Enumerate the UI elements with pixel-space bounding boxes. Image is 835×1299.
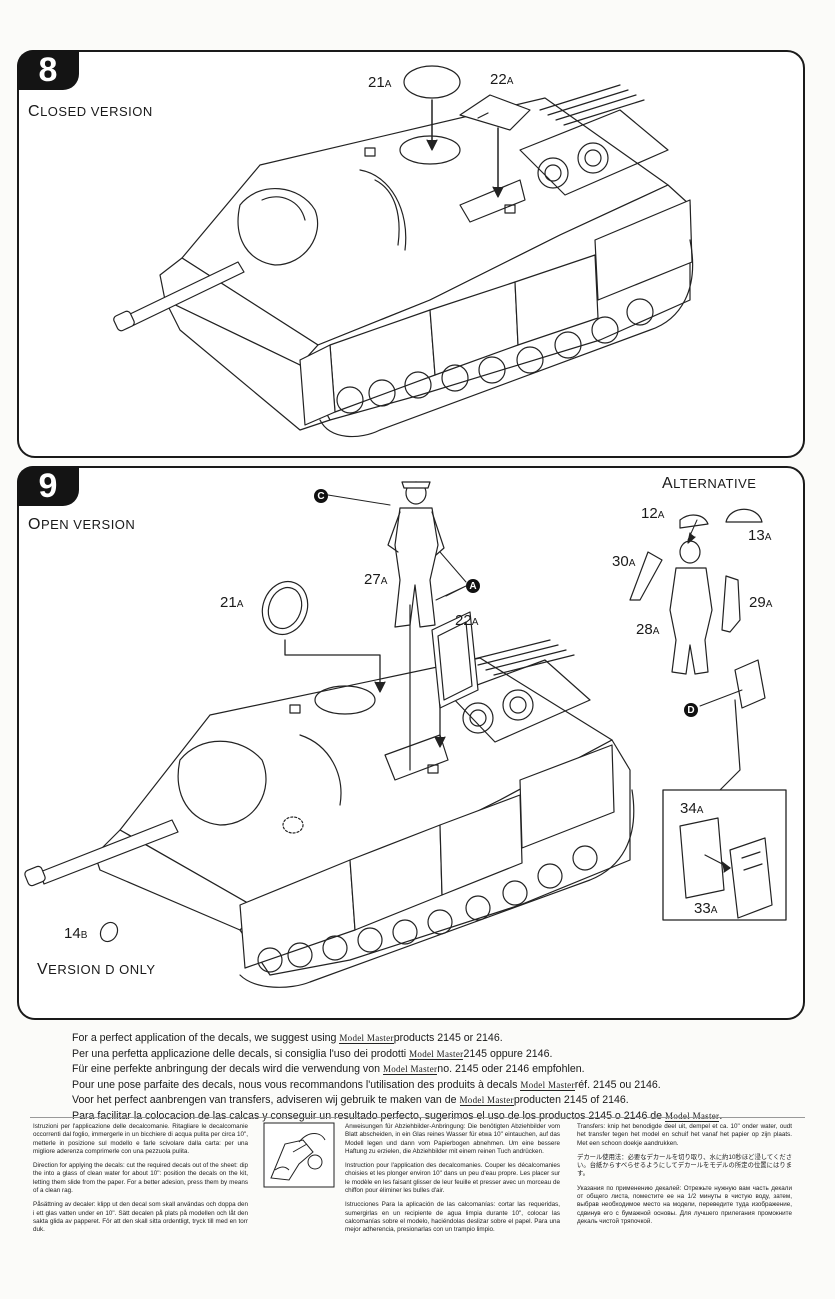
step-9-title: Open Version	[28, 516, 136, 533]
crew-figure-27a	[387, 481, 445, 628]
callout-d: D	[684, 703, 698, 717]
instructions-german: Anweisungen für Abziehbilder-Anbringung:…	[345, 1123, 560, 1155]
instructions-russian: Указания по применению декалей: Отрежьте…	[577, 1184, 792, 1225]
part-label-13a: 13A	[748, 527, 772, 544]
part-label-34a: 34A	[680, 800, 704, 817]
part-label-22a: 22A	[455, 612, 479, 629]
part-label-29a: 29A	[749, 594, 773, 611]
part-label-14b: 14B	[64, 925, 88, 942]
step-number-badge: 8	[17, 50, 79, 90]
part-label-22a: 22A	[490, 71, 514, 88]
instructions-french: Instruction pour l'application des decal…	[345, 1162, 560, 1195]
alternative-label: Alternative	[662, 475, 757, 492]
instructions-column-1: Istruzioni per l'applicazione delle deca…	[33, 1123, 248, 1241]
instructions-column-3: Transfers: knip het benodigde deel uit, …	[577, 1123, 792, 1232]
recommendation-line: Für eine perfekte anbringung der decals …	[72, 1063, 585, 1075]
instructions-spanish: Istrucciones Para la aplicación de las c…	[345, 1201, 560, 1234]
model-master-logo: Model Master	[382, 1064, 438, 1075]
recommendation-line: Per una perfetta applicazione delle deca…	[72, 1047, 553, 1060]
model-master-logo: Model Master	[459, 1095, 514, 1106]
part-label-21a: 21A	[368, 74, 392, 91]
instructions-english: Direction for applying the decals: cut t…	[33, 1162, 248, 1195]
instructions-swedish: Påsättning av decaler: klipp ut den deca…	[33, 1201, 248, 1234]
decal-recommendations: For a perfect application of the decals,…	[72, 1031, 792, 1124]
step-8-title: Closed Version	[28, 103, 153, 120]
model-master-logo: Model Master	[339, 1033, 394, 1044]
part-label-33a: 33A	[694, 900, 718, 917]
recommendation-line: Voor het perfect aanbrengen van transfer…	[72, 1094, 629, 1106]
recommendation-line: Pour une pose parfaite des decals, nous …	[72, 1078, 661, 1091]
version-d-only-label: Version D Only	[37, 961, 156, 978]
part-label-30a: 30A	[612, 553, 636, 570]
model-master-logo: Model Master	[665, 1110, 720, 1122]
part-label-27a: 27A	[364, 571, 388, 588]
part-label-12a: 12A	[641, 505, 665, 522]
part-label-28a: 28A	[636, 621, 660, 638]
callout-c: C	[314, 489, 328, 503]
tank-hull-open	[24, 481, 787, 988]
divider	[30, 1117, 805, 1118]
model-master-logo: Model Master	[409, 1048, 464, 1060]
instructions-dutch: Transfers: knip het benodigde deel uit, …	[577, 1123, 792, 1147]
callout-a: A	[466, 579, 480, 593]
recommendation-line: Para facilitar la colocacion de las calc…	[72, 1109, 723, 1122]
instructions-italian: Istruzioni per l'applicazione delle deca…	[33, 1123, 248, 1155]
part-label-21a: 21A	[220, 594, 244, 611]
instructions-japanese: デカール使用法：必要なデカールを切り取り、水に約10秒ほど浸してください。台紙か…	[577, 1153, 792, 1178]
assembly-illustrations	[24, 65, 787, 988]
recommendation-line: For a perfect application of the decals,…	[72, 1032, 503, 1044]
crew-figure-28a	[669, 540, 713, 675]
instructions-column-2: Anweisungen für Abziehbilder-Anbringung:…	[345, 1123, 560, 1241]
model-master-logo: Model Master	[520, 1079, 575, 1091]
tank-hull-closed	[113, 65, 694, 438]
step-number-badge: 9	[17, 466, 79, 506]
decal-dipping-illustration	[263, 1122, 335, 1188]
